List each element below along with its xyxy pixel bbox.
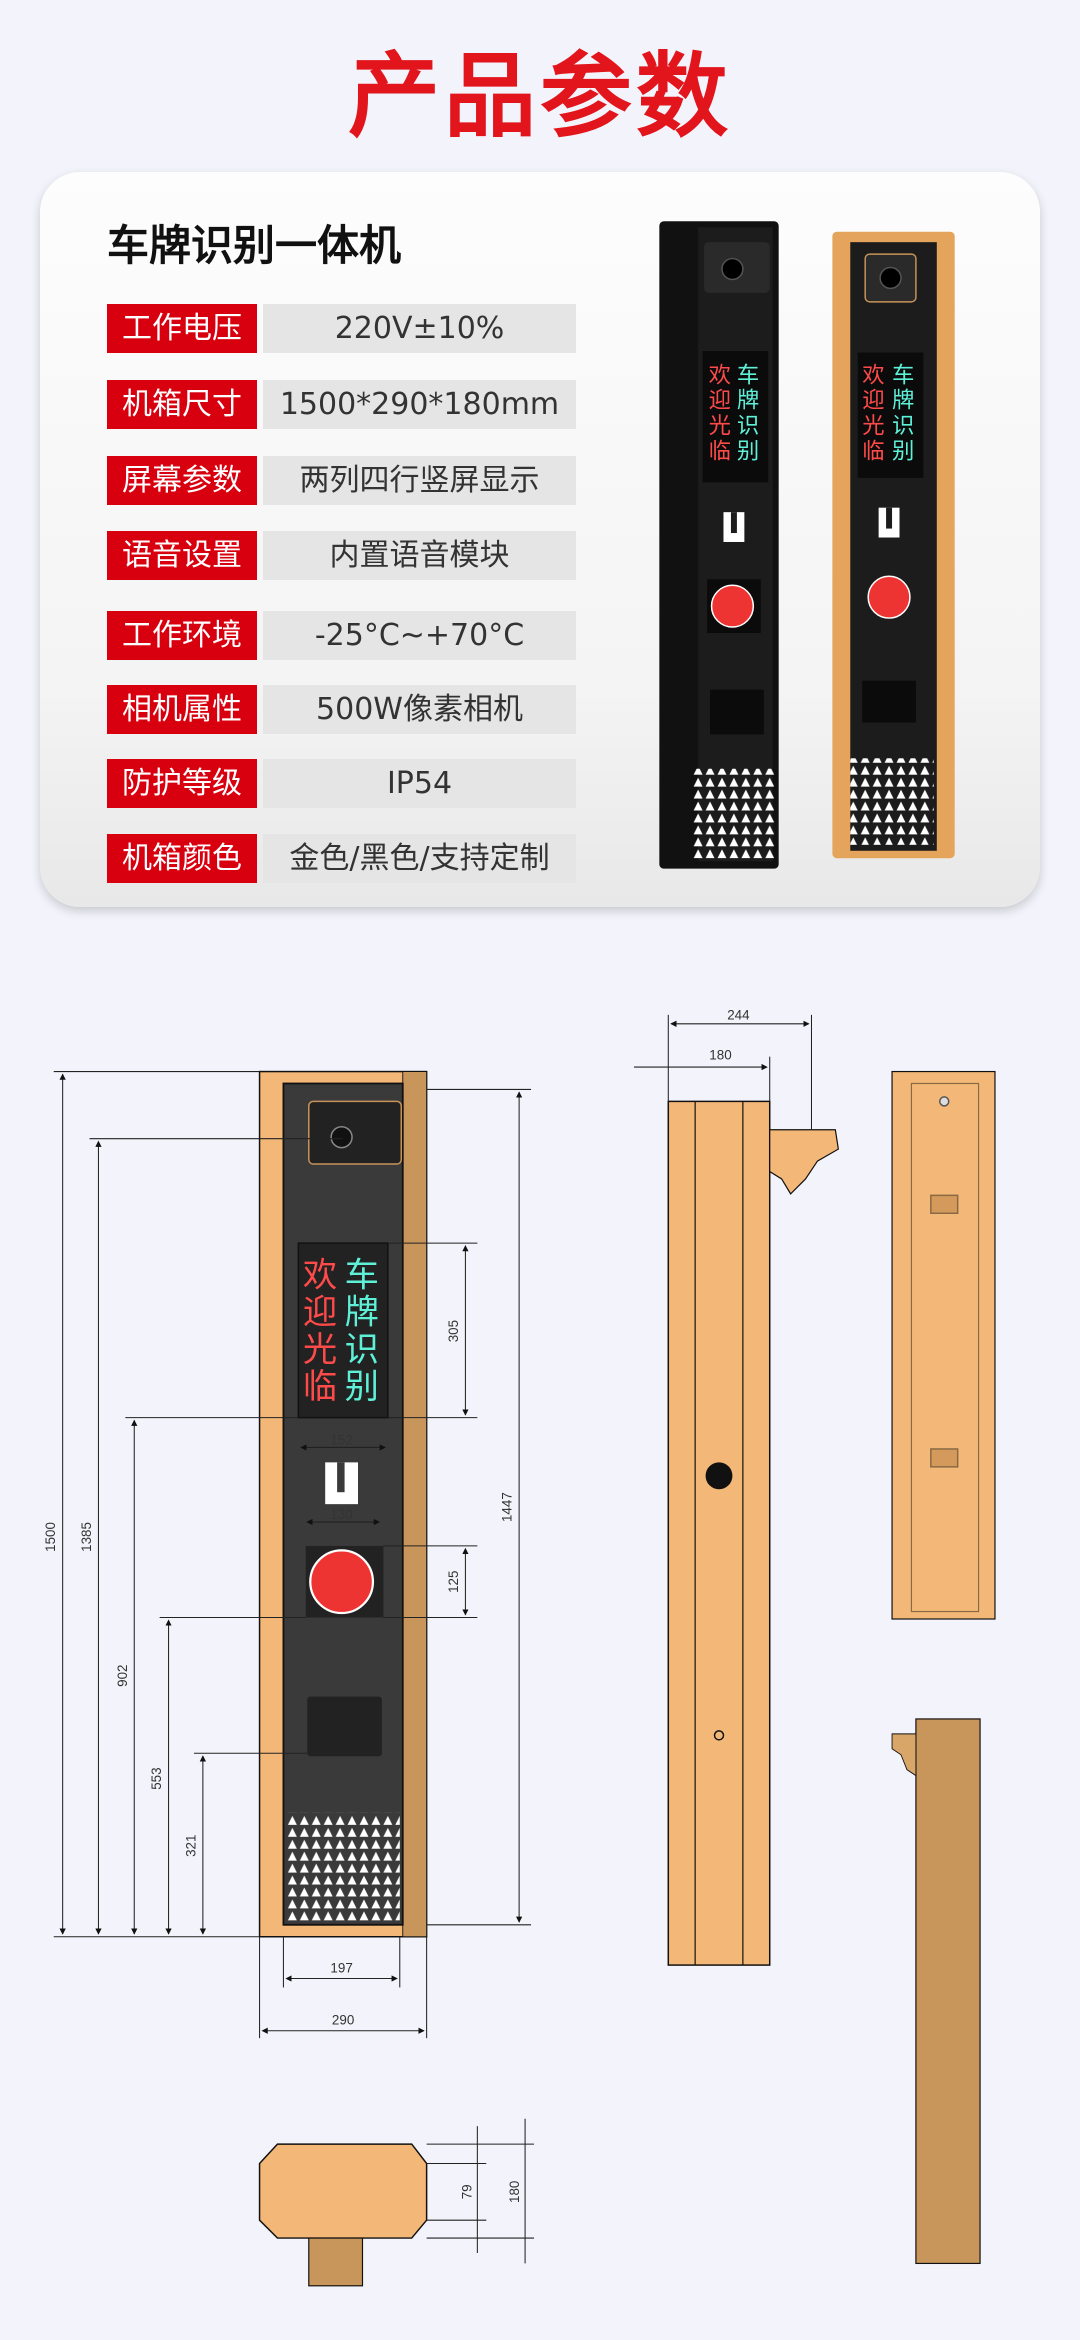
svg-text:欢迎光临: 欢迎光临	[303, 1255, 337, 1407]
dim-197: 197	[330, 1961, 352, 1976]
dim-902: 902	[115, 1665, 130, 1687]
dim-152: 152	[330, 1432, 352, 1447]
svg-text:车牌识别: 车牌识别	[345, 1255, 379, 1407]
side-view-2	[891, 1718, 981, 2265]
front-view: 欢迎光临 车牌识别	[258, 1070, 428, 1938]
dim-1447: 1447	[500, 1492, 515, 1522]
dim-290: 290	[332, 2013, 354, 2028]
spec-value: IP54	[263, 759, 576, 808]
dim-305: 305	[446, 1320, 461, 1342]
spec-label: 工作环境	[107, 611, 257, 660]
screen-text-red: 欢迎光临	[709, 362, 731, 464]
dim-180-top: 180	[507, 2181, 522, 2203]
dim-553: 553	[149, 1767, 164, 1789]
spec-label: 工作电压	[107, 304, 257, 353]
spec-label: 机箱颜色	[107, 834, 257, 883]
spec-value: -25°C~+70°C	[263, 611, 576, 660]
dim-125: 125	[446, 1571, 461, 1593]
spec-value: 1500*290*180mm	[263, 380, 576, 429]
spec-value: 内置语音模块	[263, 531, 576, 580]
top-view: 79 180	[258, 2118, 535, 2287]
dim-79: 79	[459, 2184, 474, 2199]
dim-1385: 1385	[79, 1522, 94, 1552]
spec-row: 屏幕参数两列四行竖屏显示	[107, 456, 576, 505]
spec-row: 工作环境-25°C~+70°C	[107, 611, 576, 660]
spec-label: 屏幕参数	[107, 456, 257, 505]
dim-130: 130	[330, 1507, 352, 1522]
spec-value: 220V±10%	[263, 304, 576, 353]
spec-label: 语音设置	[107, 531, 257, 580]
page-title: 产品参数	[347, 43, 732, 150]
product-black: 欢迎光临 车牌识别	[659, 221, 779, 869]
svg-text:车牌识别: 车牌识别	[892, 362, 914, 464]
spec-label: 机箱尺寸	[107, 380, 257, 429]
product-gold: 欢迎光临 车牌识别	[832, 231, 955, 859]
side-view: 244 180	[633, 1007, 839, 1966]
spec-row: 机箱颜色金色/黑色/支持定制	[107, 834, 576, 883]
back-view	[891, 1070, 996, 1620]
spec-value: 金色/黑色/支持定制	[263, 834, 576, 883]
product-name: 车牌识别一体机	[107, 221, 402, 270]
dim-1500: 1500	[43, 1522, 58, 1552]
dim-321: 321	[183, 1835, 198, 1857]
spec-label: 相机属性	[107, 685, 257, 734]
screen-text-cyan: 车牌识别	[737, 362, 759, 464]
svg-text:欢迎光临: 欢迎光临	[862, 362, 884, 464]
spec-value: 两列四行竖屏显示	[263, 456, 576, 505]
spec-row: 语音设置内置语音模块	[107, 531, 576, 580]
dim-180-side: 180	[709, 1048, 731, 1063]
dim-244: 244	[727, 1007, 750, 1022]
spec-label: 防护等级	[107, 759, 257, 808]
spec-value: 500W像素相机	[263, 685, 576, 734]
